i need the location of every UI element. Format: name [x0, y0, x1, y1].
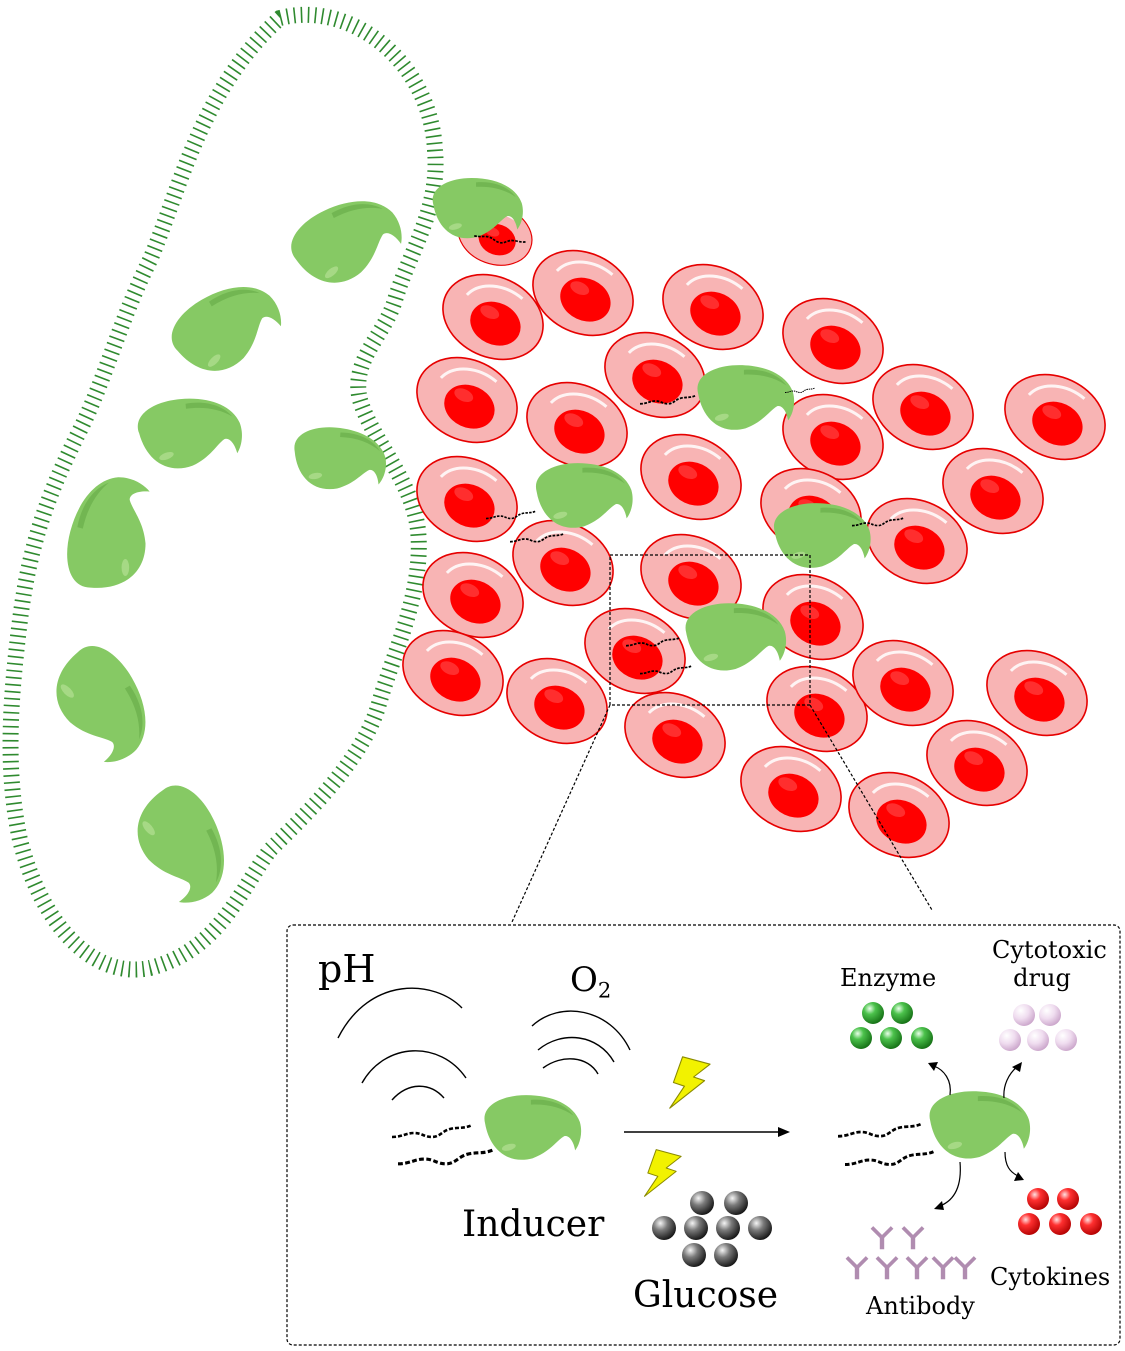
sphere-icon: [690, 1191, 714, 1215]
red-blood-cell-cluster: [387, 193, 1121, 875]
antibody-label: Antibody: [866, 1292, 975, 1320]
cytotoxic-drug-label-line1: Cytotoxic: [992, 936, 1107, 964]
comma-shaped-bacterium-icon: [535, 463, 633, 528]
sphere-icon: [880, 1027, 902, 1049]
inset-panel: [286, 924, 1121, 1346]
glucose-molecules: [652, 1191, 772, 1267]
sphere-icon: [850, 1027, 872, 1049]
glucose-label: Glucose: [633, 1275, 779, 1316]
o2-label-main: O: [570, 960, 598, 1000]
sphere-icon: [911, 1027, 933, 1049]
comma-shaped-bacterium-icon: [57, 467, 163, 600]
comma-shaped-bacterium-icon: [135, 393, 245, 472]
comma-shaped-bacterium-icon: [160, 268, 293, 387]
sphere-icon: [1057, 1188, 1079, 1210]
o2-label: O2: [570, 963, 611, 1001]
reaction-arrow: [624, 1127, 790, 1137]
enzyme-label: Enzyme: [840, 964, 937, 992]
comma-shaped-bacterium-icon: [39, 634, 165, 774]
sphere-icon: [1027, 1029, 1049, 1051]
inducer-label: Inducer: [462, 1204, 605, 1245]
cytokines-label: Cytokines: [990, 1263, 1111, 1291]
comma-shaped-bacterium-icon: [697, 365, 795, 430]
sphere-icon: [1018, 1213, 1040, 1235]
sphere-icon: [682, 1243, 706, 1267]
cilia-outline: [2, 6, 444, 978]
red-blood-cell-icon: [609, 675, 741, 795]
red-blood-cell-icon: [401, 439, 533, 559]
sphere-icon: [1080, 1213, 1102, 1235]
sphere-icon: [1039, 1004, 1061, 1026]
o2-signal-waves: [531, 1010, 631, 1075]
sphere-icon: [714, 1243, 738, 1267]
o2-label-subscript: 2: [597, 977, 612, 1003]
sphere-icon: [684, 1216, 708, 1240]
sphere-icon: [891, 1002, 913, 1024]
sphere-icon: [1027, 1188, 1049, 1210]
sphere-icon: [999, 1029, 1021, 1051]
cytotoxic-drug-label-line2: drug: [1013, 964, 1071, 992]
ph-label: pH: [318, 947, 376, 991]
comma-shaped-bacterium-icon: [281, 184, 412, 297]
cytotoxic-drug-label: Cytotoxic drug: [992, 936, 1107, 992]
zoom-indicator: [511, 554, 933, 923]
sphere-icon: [862, 1002, 884, 1024]
sphere-icon: [1055, 1029, 1077, 1051]
cytokine-molecules: [1018, 1188, 1102, 1235]
bacteria-chain: [39, 184, 412, 914]
comma-shaped-bacterium-icon: [122, 775, 243, 914]
enzyme-molecules: [850, 1002, 933, 1049]
sphere-icon: [1049, 1213, 1071, 1235]
sphere-icon: [748, 1216, 772, 1240]
sphere-icon: [652, 1216, 676, 1240]
comma-shaped-bacterium-icon: [291, 424, 389, 495]
sphere-icon: [724, 1191, 748, 1215]
sphere-icon: [716, 1216, 740, 1240]
product-arrowheads: [928, 1062, 1024, 1210]
red-blood-cell-icon: [625, 417, 757, 537]
cytotoxic-drug-molecules: [999, 1004, 1077, 1051]
ph-signal-waves: [337, 987, 467, 1101]
sphere-icon: [1013, 1004, 1035, 1026]
